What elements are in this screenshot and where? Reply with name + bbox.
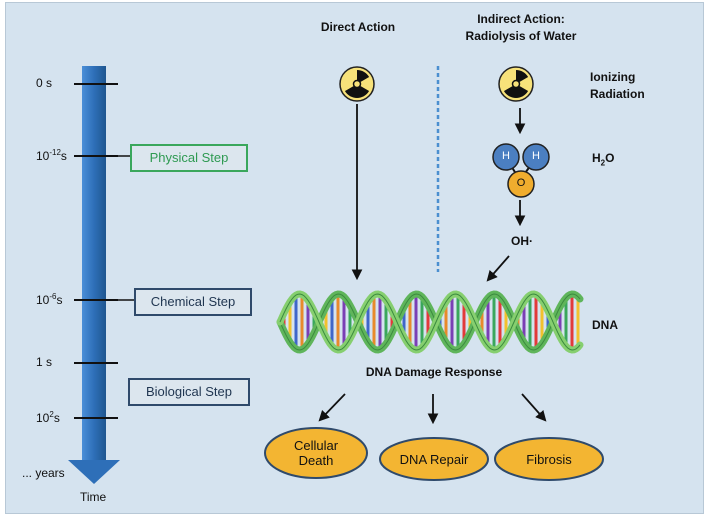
indirect-action-header-line1: Indirect Action:	[477, 12, 565, 26]
hydroxyl-label: OH·	[511, 234, 533, 248]
direct-action-header: Direct Action	[320, 20, 396, 34]
flow-arrows	[318, 104, 547, 425]
dna-damage-response-label: DNA Damage Response	[365, 365, 503, 379]
radiation-icon-indirect	[498, 66, 534, 102]
oval-shape	[379, 437, 489, 481]
death-line2: Death	[298, 453, 334, 468]
biological-step-box: Biological Step	[128, 378, 250, 406]
hydrogen-atom-left	[492, 143, 520, 171]
tick-label-2: 10-6s	[36, 292, 63, 307]
hydrogen-right-label: H	[532, 150, 540, 162]
tick-label-4: 102s	[36, 410, 60, 425]
outcome-dna-repair: DNA Repair	[378, 436, 490, 482]
indirect-action-header-line2: Radiolysis of Water	[465, 29, 577, 43]
arrow-hydroxyl-to-dna	[486, 255, 510, 282]
oval-shape	[264, 427, 368, 479]
chemical-step-box: Chemical Step	[134, 288, 252, 316]
physical-step-box: Physical Step	[130, 144, 248, 172]
dna-label: DNA	[592, 318, 618, 332]
death-line1: Cellular	[293, 438, 339, 453]
fibrosis-text: Fibrosis	[526, 451, 572, 467]
step-connectors	[106, 155, 134, 301]
tick-label-0: 0 s	[36, 76, 53, 90]
dna-helix-icon	[276, 290, 584, 354]
water-label: H2O	[592, 151, 615, 168]
arrow-to-fibrosis	[521, 393, 547, 422]
ionizing-label-line1: Ionizing	[590, 70, 636, 84]
tick-label-1: 10-12s	[36, 148, 67, 163]
tick-label-3: 1 s	[36, 355, 53, 369]
timeline-axis-label: Time	[80, 490, 107, 504]
oxygen-label: O	[516, 177, 526, 189]
tick-label-5: ... years	[22, 466, 65, 480]
radiation-icon-direct	[339, 66, 375, 102]
ionizing-label-line2: Radiation	[590, 87, 645, 101]
hydrogen-atom-right	[522, 143, 550, 171]
water-molecule-icon	[492, 143, 550, 198]
arrow-to-death	[318, 393, 346, 422]
hydrogen-left-label: H	[502, 150, 510, 162]
repair-text: DNA Repair	[399, 451, 469, 467]
dna-strand-edge	[279, 293, 581, 351]
timeline-arrow	[68, 66, 120, 484]
oval-shape	[494, 437, 604, 481]
outcome-fibrosis: Fibrosis	[493, 436, 605, 482]
dna-strand-edge	[279, 293, 581, 351]
oxygen-atom	[507, 170, 535, 198]
